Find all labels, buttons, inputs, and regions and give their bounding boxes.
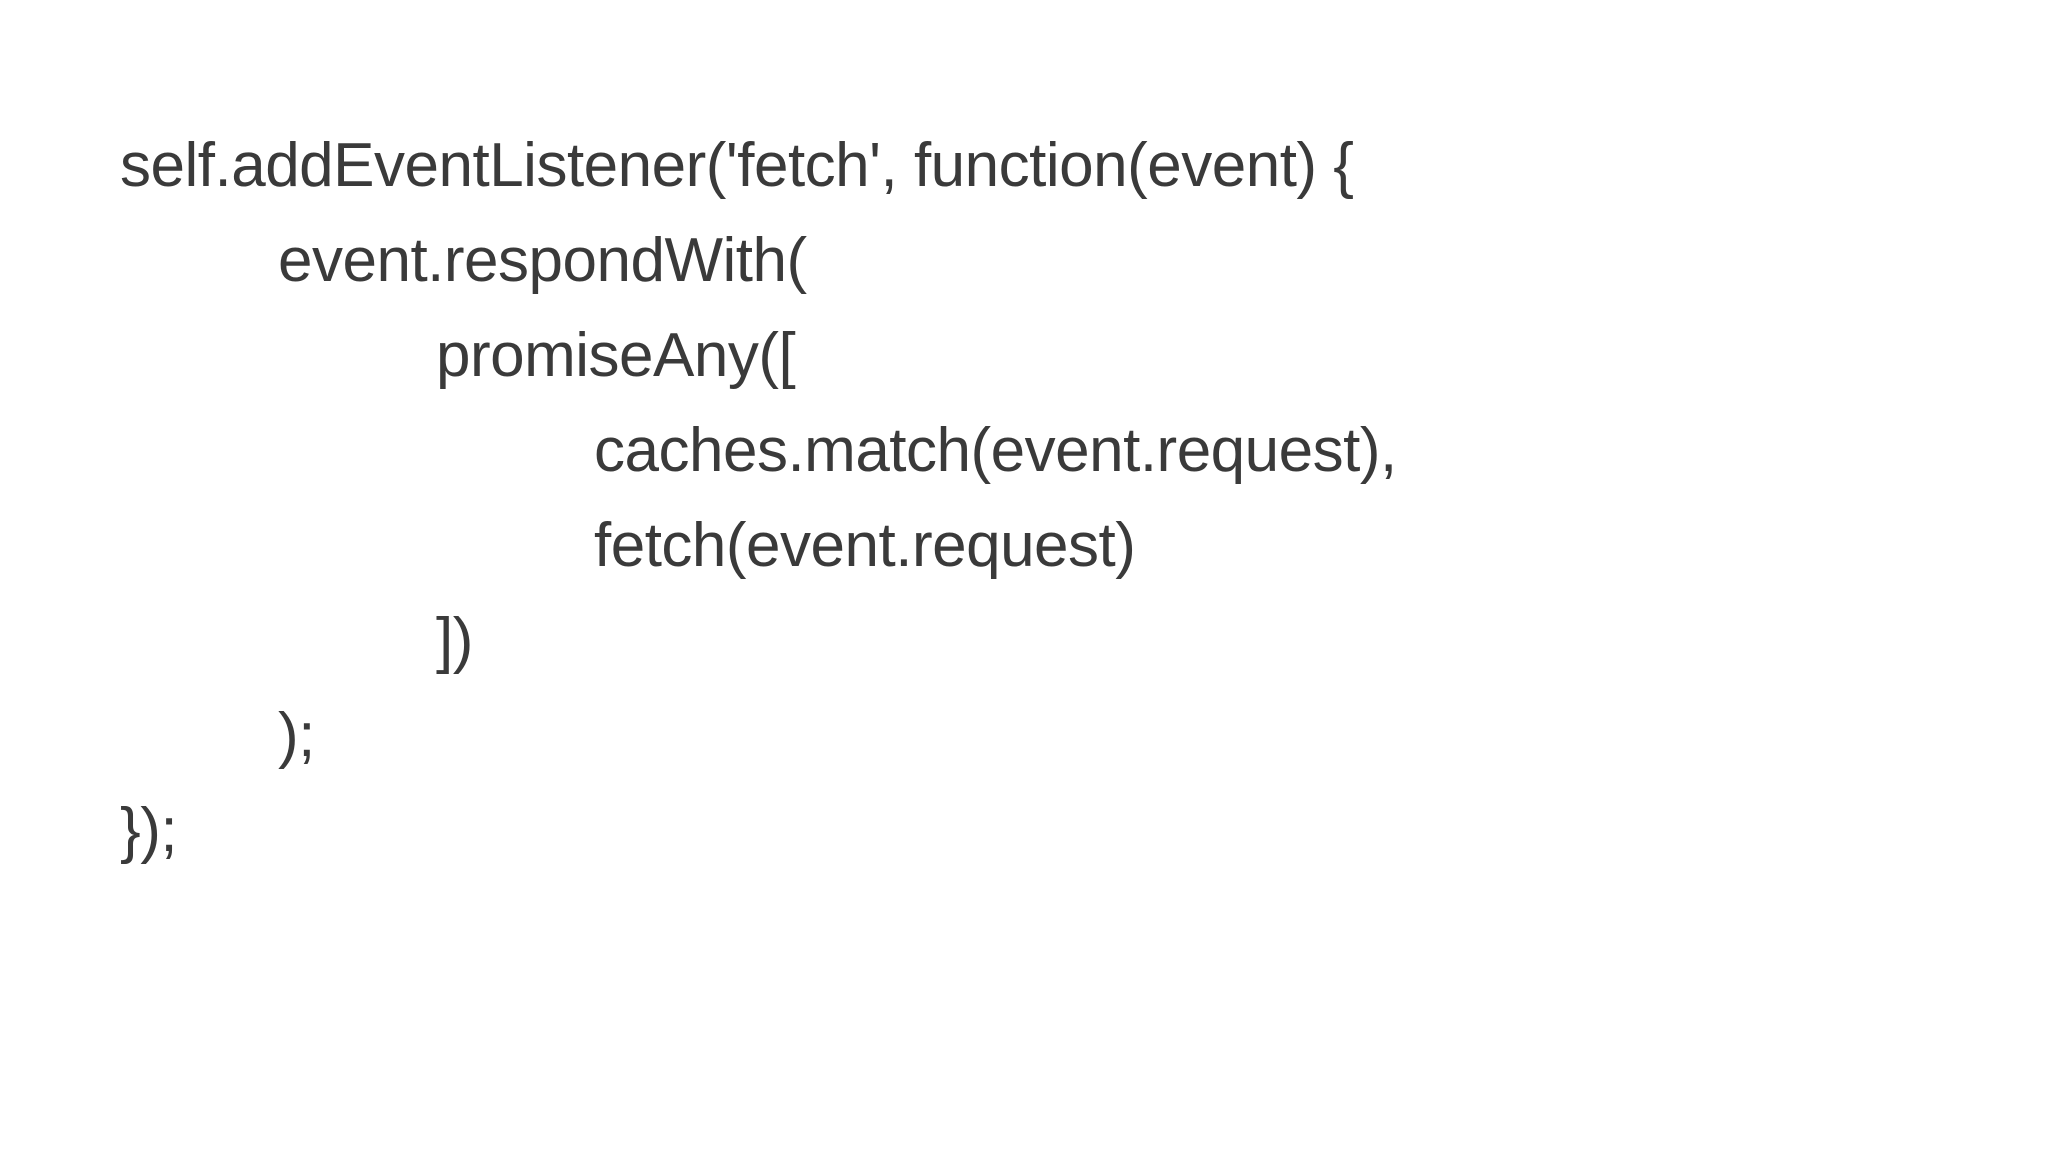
code-line-6: ]) [120,606,473,675]
code-line-1: self.addEventListener('fetch', function(… [120,131,1354,200]
code-line-3: promiseAny([ [120,321,796,390]
code-line-7: ); [120,701,315,770]
code-listing: self.addEventListener('fetch', function(… [120,118,2048,878]
code-line-4: caches.match(event.request), [120,416,1397,485]
code-line-2: event.respondWith( [120,226,807,295]
code-line-8: }); [120,796,178,865]
code-line-5: fetch(event.request) [120,511,1136,580]
